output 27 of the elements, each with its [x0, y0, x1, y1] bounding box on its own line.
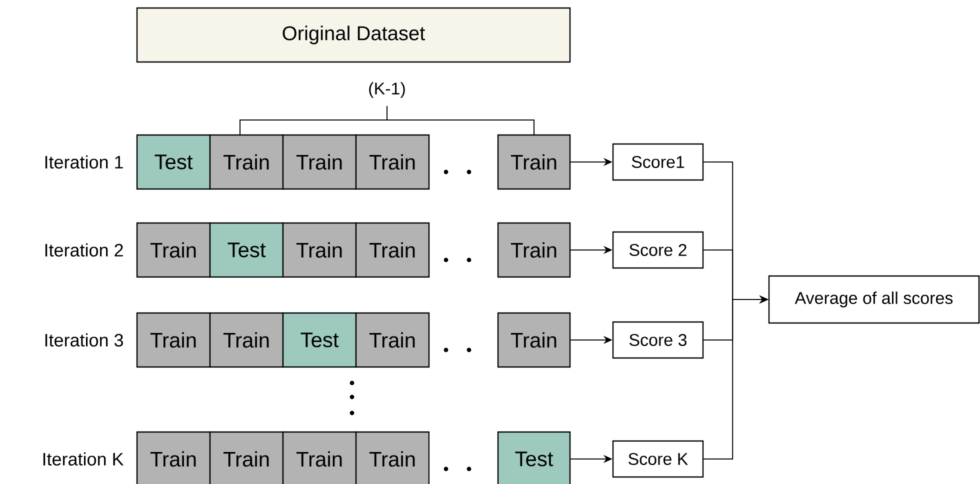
score-box: Score 3 — [612, 321, 704, 359]
train-cell: Train — [355, 431, 430, 484]
score-box: Score K — [612, 440, 704, 478]
train-cell: Train — [209, 134, 284, 190]
train-cell: Train — [497, 222, 571, 278]
train-cell: Train — [282, 222, 357, 278]
train-cell: Train — [209, 431, 284, 484]
test-cell: Test — [497, 431, 571, 484]
dataset-box: Original Dataset — [136, 7, 571, 63]
train-cell: Train — [209, 312, 284, 368]
test-cell: Test — [209, 222, 284, 278]
train-cell: Train — [355, 312, 430, 368]
train-cell: Train — [136, 312, 211, 368]
train-cell: Train — [355, 222, 430, 278]
score-box: Score1 — [612, 143, 704, 181]
bracket-label: (K-1) — [369, 82, 405, 98]
average-box: Average of all scores — [768, 275, 980, 324]
train-cell: Train — [497, 134, 571, 190]
test-cell: Test — [136, 134, 211, 190]
score-box: Score 2 — [612, 231, 704, 269]
train-cell: Train — [282, 134, 357, 190]
train-cell: Train — [282, 431, 357, 484]
train-cell: Train — [355, 134, 430, 190]
train-cell: Train — [136, 431, 211, 484]
test-cell: Test — [282, 312, 357, 368]
train-cell: Train — [136, 222, 211, 278]
train-cell: Train — [497, 312, 571, 368]
